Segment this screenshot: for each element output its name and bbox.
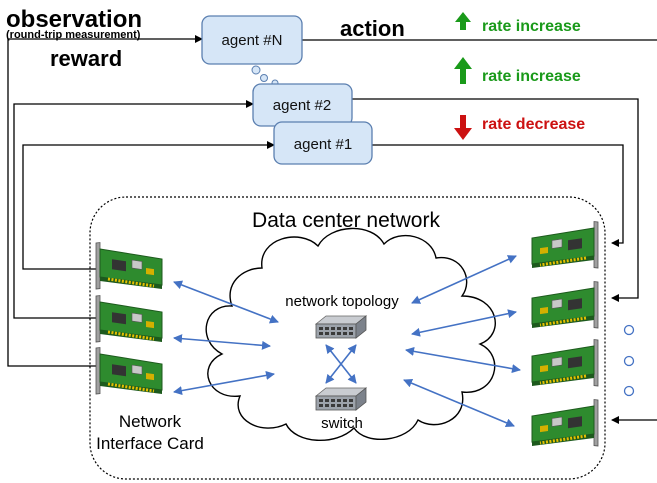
action-wire-agent-2	[352, 98, 639, 302]
vertical-dots-icon	[623, 324, 635, 397]
network-interface-card-icon	[530, 220, 600, 270]
action-wire-agent-1	[372, 144, 624, 247]
network-interface-card-icon	[530, 280, 600, 330]
agent-2-label: agent #2	[273, 97, 331, 114]
agent-1-label: agent #1	[294, 136, 352, 153]
rate-signal-3-text: rate decrease	[482, 116, 585, 133]
observation-wire-middle	[13, 100, 254, 319]
rate-signal-1-text: rate increase	[482, 18, 581, 35]
rate-signal-2: rate increase	[454, 57, 581, 85]
network-topology-label: network topology	[285, 293, 399, 310]
nic-label-line1: Network	[119, 412, 182, 431]
network-switch-icon	[315, 387, 367, 411]
network-interface-card-icon	[530, 398, 600, 448]
rate-signal-1: rate increase	[455, 12, 581, 35]
reward-label: reward	[50, 46, 122, 71]
nic-link	[173, 280, 279, 324]
network-interface-card-icon	[530, 338, 600, 388]
observation-label: observation	[6, 6, 142, 33]
observation-wire-outer	[7, 35, 203, 367]
nic-link	[173, 334, 271, 350]
nic-link	[411, 255, 517, 304]
switch-label: switch	[321, 415, 363, 432]
network-interface-card-icon	[94, 346, 164, 396]
network-interface-card-icon	[94, 241, 164, 291]
up-arrow-icon	[454, 57, 472, 84]
network-interface-card-icon	[94, 294, 164, 344]
observation-sublabel: (round-trip measurement)	[6, 29, 141, 41]
thought-dot-1	[251, 65, 261, 75]
nic-link	[403, 378, 515, 428]
observation-wire-inner	[22, 141, 275, 270]
nic-link	[411, 309, 517, 337]
nic-link	[173, 370, 275, 396]
agent-1-bubble: agent #1	[273, 121, 373, 165]
action-label: action	[340, 16, 405, 41]
down-arrow-icon	[454, 115, 472, 140]
nic-label-line2: Interface Card	[96, 434, 204, 453]
network-switch-icon	[315, 315, 367, 339]
data-center-network-boundary	[89, 196, 606, 480]
rate-signal-3: rate decrease	[454, 115, 585, 140]
nic-link	[405, 346, 521, 374]
thought-dot-2	[260, 74, 268, 82]
up-arrow-icon	[455, 12, 471, 30]
agent-2-bubble: agent #2	[252, 83, 353, 127]
data-center-network-title: Data center network	[252, 209, 440, 232]
agent-n-label: agent #N	[222, 32, 283, 49]
rate-signal-2-text: rate increase	[482, 68, 581, 85]
agent-n-bubble: agent #N	[201, 15, 303, 87]
switch-link	[325, 344, 357, 384]
